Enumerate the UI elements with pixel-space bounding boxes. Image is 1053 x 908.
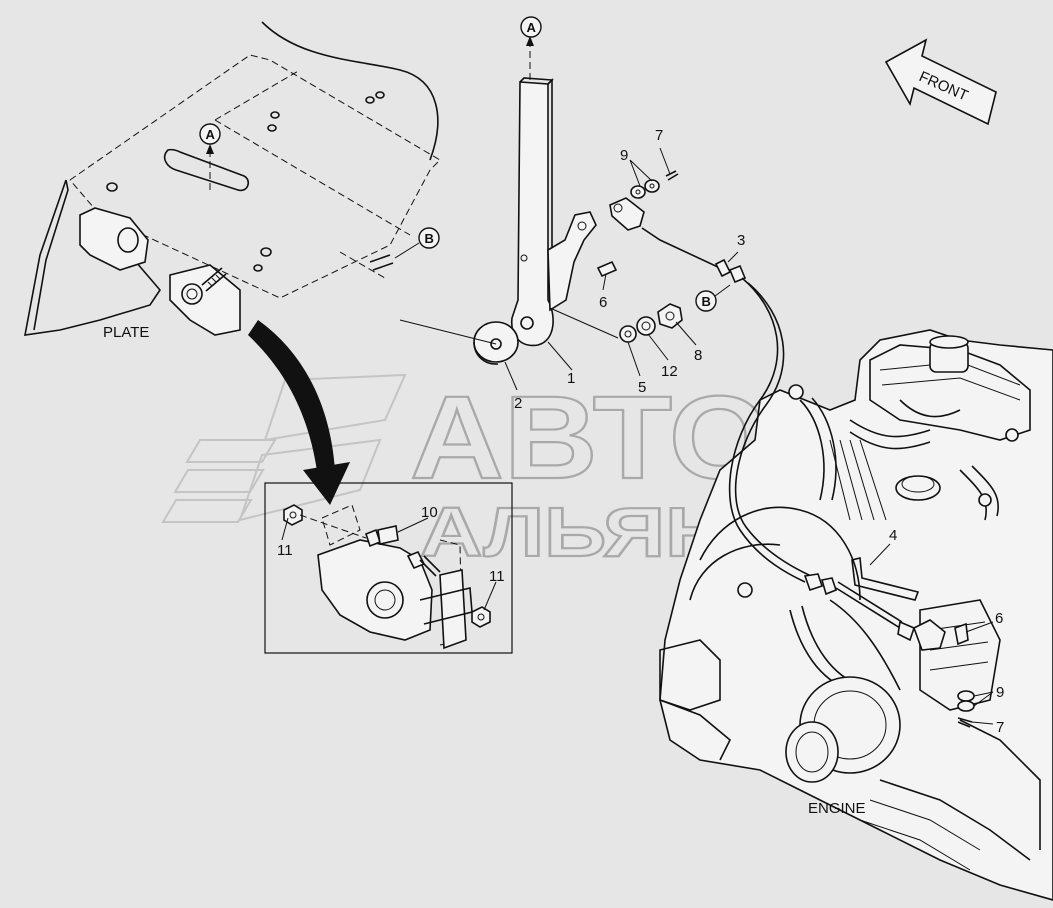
- part-number-9-lever: 9: [620, 147, 628, 164]
- lever-assembly: [399, 36, 975, 728]
- part-number-6-engine: 6: [995, 610, 1003, 627]
- detail-pointer-arrow: [248, 320, 350, 505]
- callout-b-plate-label: B: [425, 231, 434, 246]
- mounting-plate-drawing: [24, 21, 441, 336]
- part-number-8: 8: [694, 347, 702, 364]
- callout-a-plate: A: [199, 123, 221, 145]
- plate-label: PLATE: [103, 324, 149, 341]
- part-number-11-right: 11: [489, 568, 505, 585]
- callout-a-top: A: [520, 16, 542, 38]
- leader-lines: [397, 147, 994, 725]
- engine-drawing: [659, 329, 1053, 901]
- callout-a-top-label: A: [527, 20, 537, 35]
- part-number-3: 3: [737, 232, 745, 249]
- part-number-7-lever: 7: [655, 127, 663, 144]
- part-number-9-engine: 9: [996, 684, 1004, 701]
- part-number-2: 2: [514, 395, 522, 412]
- watermark-stripes-icon: [161, 373, 407, 523]
- callout-b-plate: B: [394, 227, 440, 259]
- part-number-12: 12: [661, 363, 678, 380]
- part-number-11-left: 11: [277, 542, 293, 559]
- callout-b-cable: B: [695, 284, 731, 312]
- part-number-4: 4: [889, 527, 897, 544]
- part-number-7-engine: 7: [996, 719, 1004, 736]
- part-number-5: 5: [638, 379, 646, 396]
- callout-b-cable-label: B: [702, 294, 711, 309]
- part-number-6-lever: 6: [599, 294, 607, 311]
- front-direction-arrow-icon: FRONT: [884, 38, 997, 126]
- part-number-10: 10: [421, 504, 438, 521]
- detail-inset: [264, 482, 513, 654]
- part-number-1: 1: [567, 370, 575, 387]
- callout-a-plate-label: A: [206, 127, 216, 142]
- engine-label: ENGINE: [808, 800, 866, 817]
